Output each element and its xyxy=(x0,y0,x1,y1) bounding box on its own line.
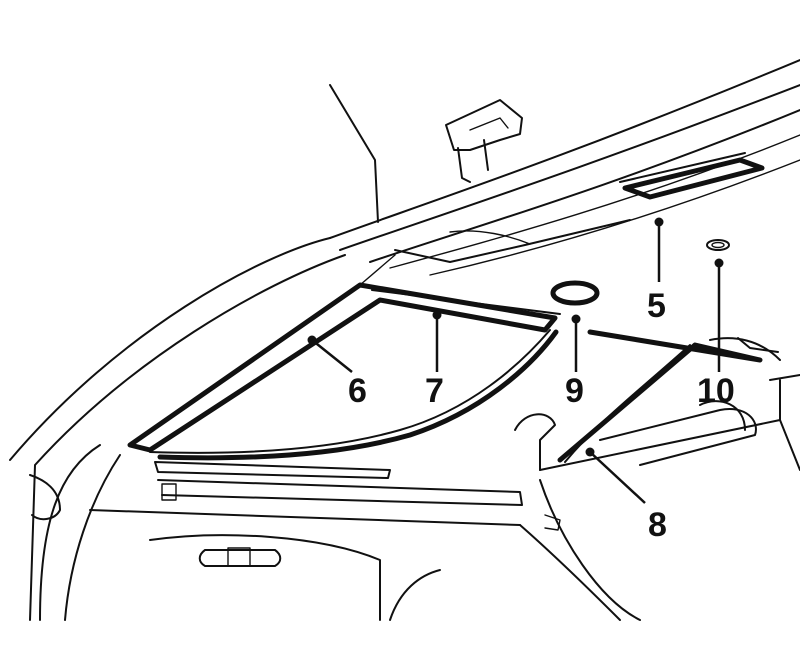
leader-10 xyxy=(714,258,724,372)
grab-handle xyxy=(445,99,523,183)
leader-9 xyxy=(571,314,581,372)
door-frame xyxy=(9,84,379,621)
quarter-window-seal xyxy=(127,254,561,461)
rear-seat xyxy=(514,374,800,621)
callout-5: 5 xyxy=(647,287,666,325)
leader-8 xyxy=(585,447,646,504)
leader-6 xyxy=(307,335,353,373)
leader-5 xyxy=(654,217,664,282)
callout-7: 7 xyxy=(425,372,444,410)
roof-panel xyxy=(329,59,800,276)
grommet-9 xyxy=(550,280,600,306)
cargo-area xyxy=(29,461,621,621)
roof-console xyxy=(394,152,765,263)
leader-7 xyxy=(432,310,442,372)
callout-9: 9 xyxy=(565,372,584,410)
c-pillar-trim xyxy=(557,329,781,463)
callout-10: 10 xyxy=(697,372,735,410)
callout-8: 8 xyxy=(648,506,667,544)
grommet-10 xyxy=(706,239,730,251)
callout-6: 6 xyxy=(348,372,367,410)
